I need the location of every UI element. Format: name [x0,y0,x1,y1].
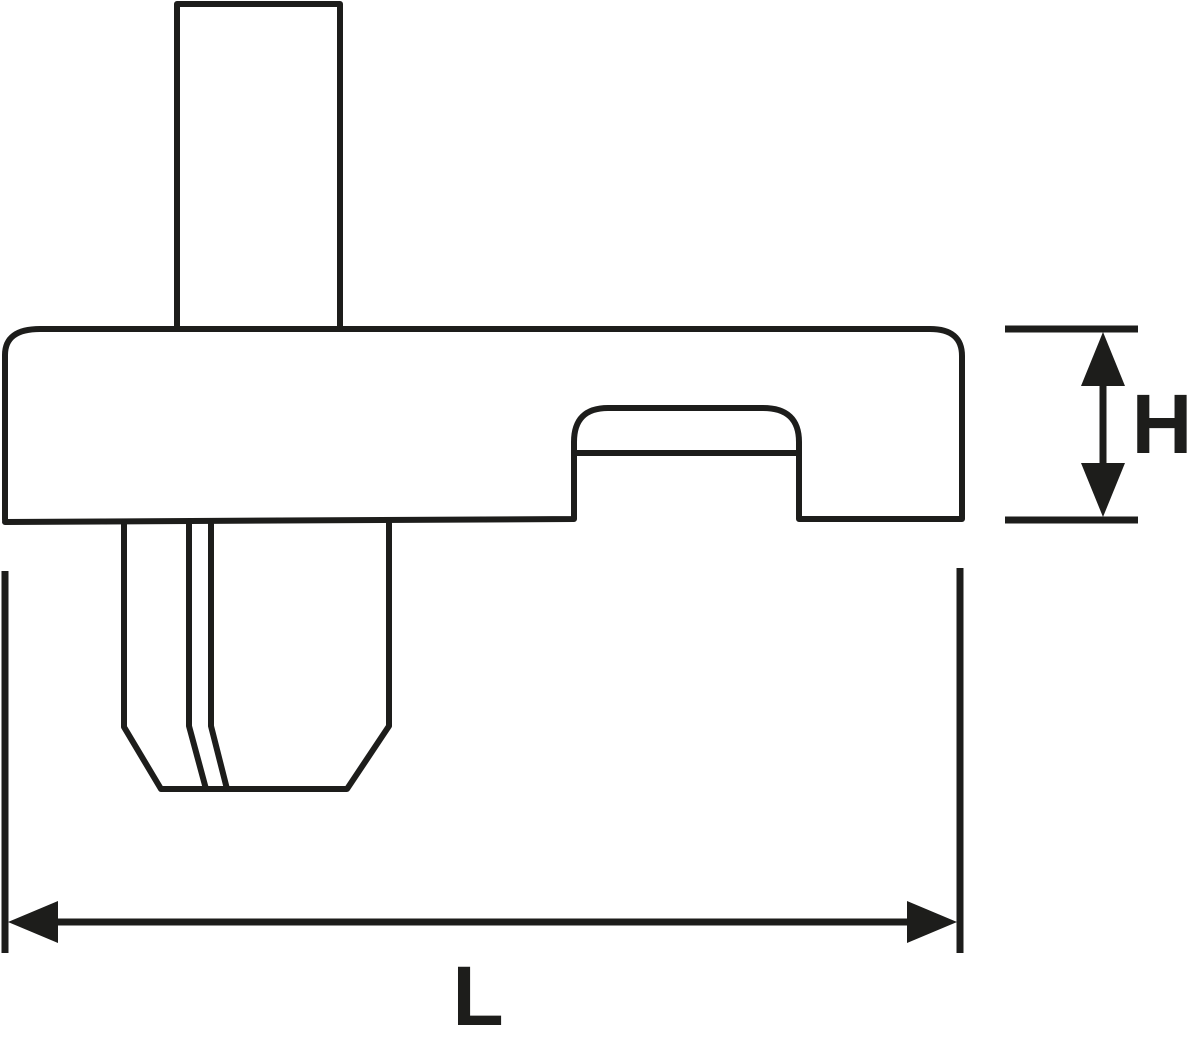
body-outline [2,326,965,525]
shank-outline [174,1,343,331]
height-dimension: H [1005,325,1193,524]
length-dimension: L [1,568,964,1043]
jaw-split-left [186,519,209,792]
arrow-right-icon [907,901,957,943]
height-label: H [1132,377,1193,471]
jaw-split-right [208,519,230,792]
arrow-down-icon [1081,463,1125,517]
arrow-up-icon [1081,332,1125,386]
jaw-outline [121,519,392,792]
length-label: L [452,949,503,1043]
arrow-left-icon [8,901,58,943]
